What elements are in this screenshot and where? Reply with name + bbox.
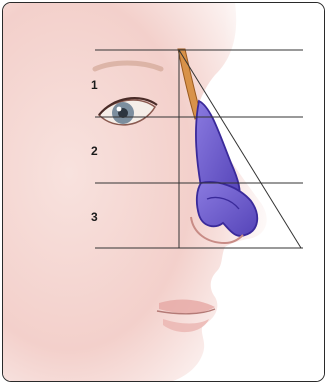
nose-anatomy-diagram: 1 2 3 bbox=[3, 3, 324, 381]
zone-label-2: 2 bbox=[91, 144, 98, 158]
diagram-frame: 1 2 3 bbox=[2, 2, 325, 382]
zone-label-3: 3 bbox=[91, 210, 98, 224]
zone-label-1: 1 bbox=[91, 78, 98, 92]
